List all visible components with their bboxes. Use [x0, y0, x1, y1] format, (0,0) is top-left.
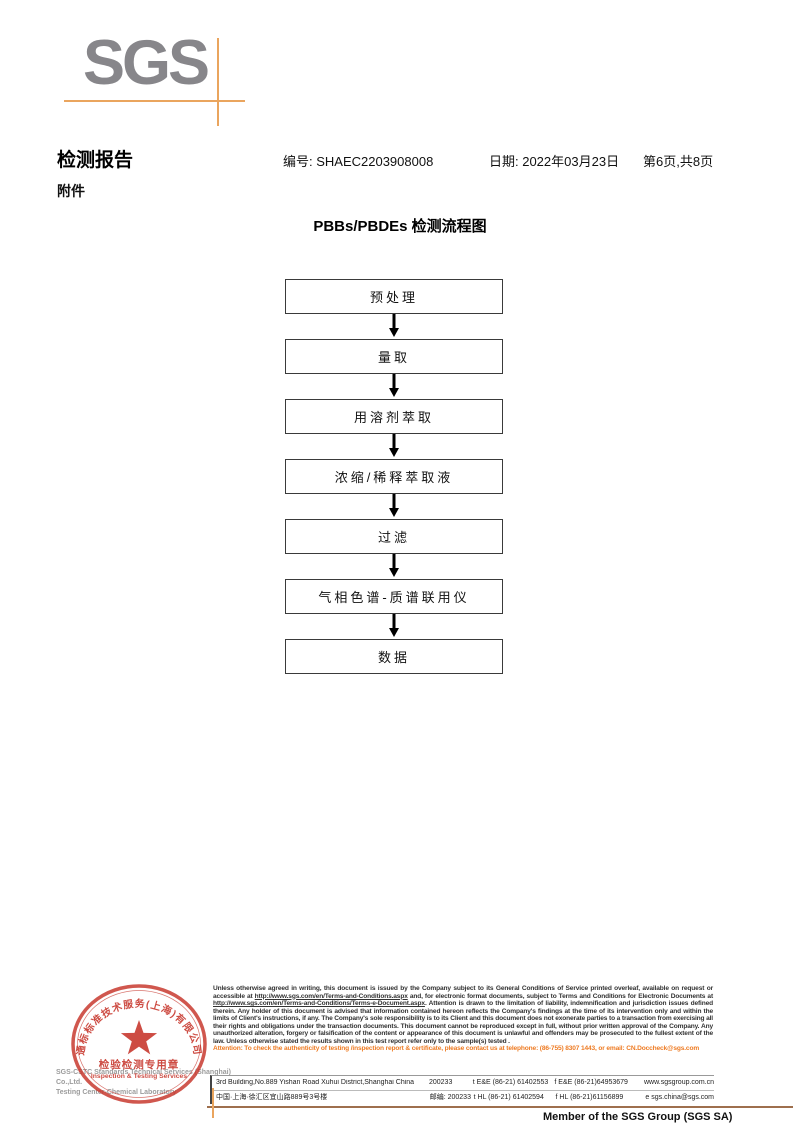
flow-arrow-down-icon [285, 554, 503, 579]
footer-rule [207, 1106, 793, 1108]
terms-link[interactable]: http://www.sgs.com/en/Terms-and-Conditio… [254, 992, 408, 1000]
report-date: 日期: 2022年03月23日 [489, 154, 620, 169]
stamp-outer-ring [71, 984, 207, 1104]
email-address: e sgs.china@sgs.com [645, 1093, 714, 1101]
disclaimer-text-2: and, for electronic format documents, su… [407, 992, 713, 1000]
postcode-en: 200233 [428, 1079, 453, 1087]
flow-arrow-down-icon [285, 434, 503, 459]
address-row-cn: 中国·上海·徐汇区宜山路889号3号楼 邮编: 200233 t HL (86-… [212, 1089, 714, 1105]
flow-step-box: 数据 [285, 639, 503, 674]
flow-step-box: 过滤 [285, 519, 503, 554]
address-en: 3rd Building,No.889 Yishan Road Xuhui Di… [216, 1079, 415, 1087]
flow-arrow-down-icon [285, 314, 503, 339]
flow-step-box: 预处理 [285, 279, 503, 314]
fax-ee: f E&E (86-21)64953679 [554, 1079, 628, 1087]
phone-ee: t E&E (86-21) 61402553 [472, 1079, 549, 1087]
flow-arrow-down-icon [285, 614, 503, 639]
fax-hl: f HL (86-21)61156899 [555, 1093, 624, 1101]
lab-company-line2: Testing Center-Chemical Laboratory [56, 1089, 177, 1096]
flow-arrow-down-icon [285, 374, 503, 399]
address-row-en: 3rd Building,No.889 Yishan Road Xuhui Di… [212, 1076, 714, 1090]
stamp-purpose-cn: 检验检测专用章 [99, 1058, 180, 1071]
address-cn: 中国·上海·徐汇区宜山路889号3号楼 [216, 1094, 328, 1102]
disclaimer-text-1: Unless otherwise agreed in writing, this… [213, 985, 713, 1000]
print-mark-vertical [212, 1088, 214, 1118]
flow-step-box: 浓缩/稀释萃取液 [285, 459, 503, 494]
sgs-member-line: Member of the SGS Group (SGS SA) [543, 1111, 733, 1123]
flowchart-title: PBBs/PBDEs 检测流程图 [313, 218, 487, 235]
flow-step-box: 用溶剂萃取 [285, 399, 503, 434]
flow-arrow-down-icon [285, 494, 503, 519]
disclaimer-text-3: . Attention is drawn to the limitation o… [213, 1000, 713, 1045]
lab-company-name: SGS-CSTC Standards Technical Services (S… [56, 1068, 231, 1098]
page-indicator: 第6页,共8页 [643, 154, 714, 169]
stamp-star-icon [120, 1020, 158, 1055]
logo-crosshair-vertical [217, 38, 219, 126]
website-url: www.sgsgroup.com.cn [643, 1079, 714, 1087]
report-number: 编号: SHAEC2203908008 [283, 154, 434, 169]
stamp-purpose-en: Inspection & Testing Services [91, 1073, 187, 1080]
flow-step-box: 气相色谱-质谱联用仪 [285, 579, 503, 614]
sgs-logo: SGS [83, 28, 210, 98]
flowchart-steps: 预处理量取用溶剂萃取浓缩/稀释萃取液过滤气相色谱-质谱联用仪数据 [285, 279, 503, 674]
page-title: 检测报告 [57, 150, 134, 171]
stamp-inner-ring [77, 990, 201, 1098]
lab-company-line1: SGS-CSTC Standards Technical Services (S… [56, 1069, 231, 1086]
flow-step-box: 量取 [285, 339, 503, 374]
terms-e-document-link[interactable]: http://www.sgs.com/en/Terms-and-Conditio… [213, 1000, 425, 1007]
phone-hl: t HL (86-21) 61402594 [473, 1093, 544, 1101]
terms-disclaimer: Unless otherwise agreed in writing, this… [213, 985, 713, 1053]
postcode-cn: 邮编: 200233 [429, 1094, 471, 1102]
authenticity-attention-note: Attention: To check the authenticity of … [213, 1045, 700, 1052]
logo-crosshair-horizontal [64, 100, 245, 102]
address-block: 3rd Building,No.889 Yishan Road Xuhui Di… [210, 1075, 714, 1104]
attachment-label: 附件 [57, 183, 85, 199]
inspection-stamp: 通标标准技术服务(上海)有限公司 检验检测专用章 Inspection & Te… [71, 984, 207, 1104]
